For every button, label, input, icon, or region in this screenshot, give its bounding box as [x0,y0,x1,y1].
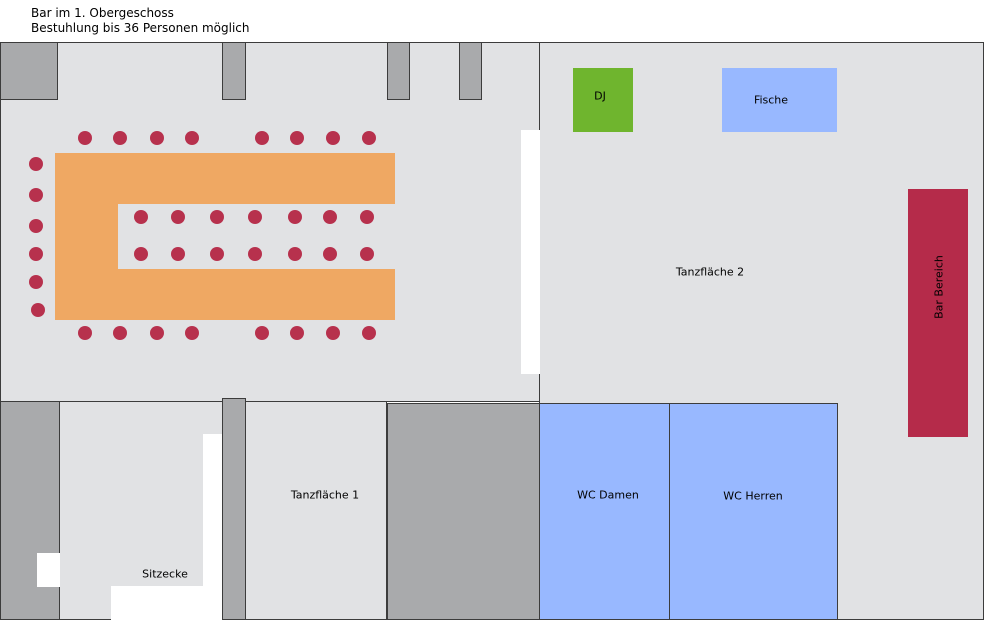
seat [78,131,92,145]
seat [31,303,45,317]
seat [326,131,340,145]
seat [78,326,92,340]
wc-herren-area [669,403,838,620]
pillar-bottom-left [0,401,60,620]
seat [362,326,376,340]
pillar-top-3 [387,42,410,100]
seat [185,131,199,145]
seat [290,131,304,145]
seat [360,247,374,261]
seat [171,247,185,261]
seat [210,247,224,261]
seat [113,131,127,145]
seat [248,247,262,261]
tanzflaeche-1-label: Tanzfläche 1 [290,488,360,502]
fische-area [722,68,837,132]
seat [255,131,269,145]
seat [288,210,302,224]
bar-area [908,189,968,437]
seat [29,188,43,202]
seat [134,247,148,261]
wc-damen-area [539,403,670,620]
seat [210,210,224,224]
seat [326,326,340,340]
partition-divider [521,130,540,374]
seat [255,326,269,340]
seat [29,219,43,233]
pillar-bottom-block [387,403,540,620]
seat [113,326,127,340]
seat [29,275,43,289]
fische-label: Fische [753,93,789,107]
lower-left-room [0,401,387,620]
partition-bench [111,586,222,620]
header: Bar im 1. Obergeschoss Bestuhlung bis 36… [31,6,250,36]
seat [248,210,262,224]
partition-vertical [203,434,222,620]
table-bottom [55,269,395,320]
bar-label: Bar Bereich [932,255,946,319]
seat [171,210,185,224]
seat [134,210,148,224]
wc-herren-label: WC Herren [723,489,783,503]
pillar-top-4 [459,42,482,100]
seat [288,247,302,261]
seat [150,131,164,145]
seat [150,326,164,340]
seat [323,210,337,224]
tanzflaeche-2-label: Tanzfläche 2 [675,265,745,279]
dj-area [573,68,633,132]
seat [29,247,43,261]
seat [185,326,199,340]
seat [323,247,337,261]
seat [29,157,43,171]
title-line-1: Bar im 1. Obergeschoss [31,6,174,20]
pillar-top-1 [0,42,58,100]
title-line-2: Bestuhlung bis 36 Personen möglich [31,21,250,35]
seat [360,210,374,224]
seat [290,326,304,340]
sitzecke-label: Sitzecke [142,567,188,581]
pillar-bottom-mid [222,398,246,620]
dj-label: DJ [594,89,606,103]
wc-damen-label: WC Damen [577,488,639,502]
seat [362,131,376,145]
partition-small [37,553,60,587]
pillar-top-2 [222,42,246,100]
